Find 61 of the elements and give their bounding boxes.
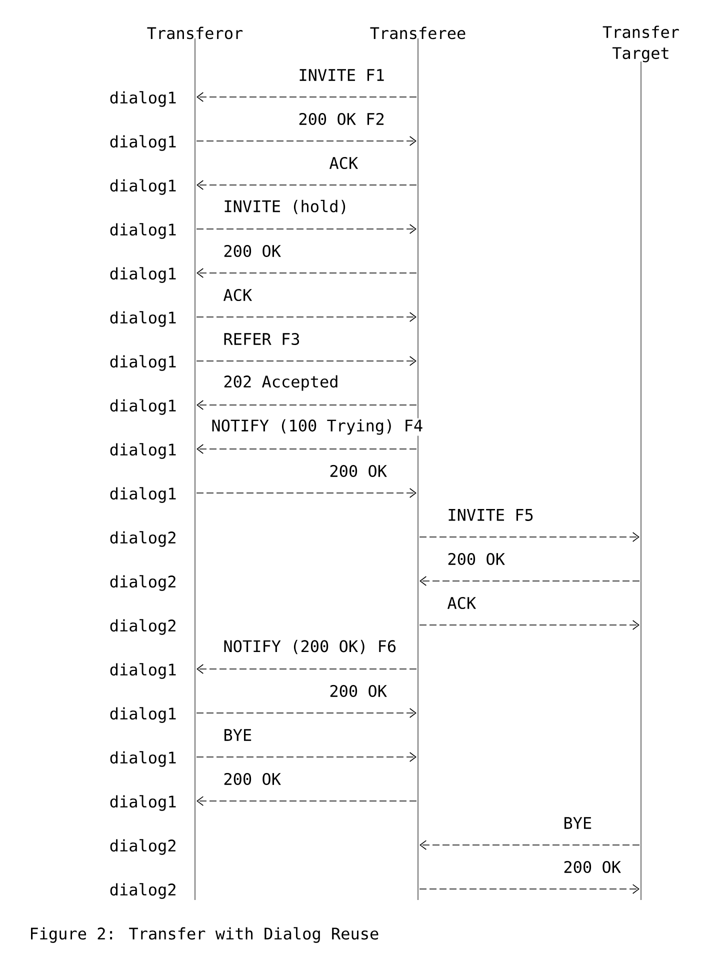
message-label: BYE <box>562 816 594 830</box>
participant-label: Transfer Target <box>602 26 679 62</box>
message-label: 202 Accepted <box>222 374 340 392</box>
message-arrow <box>196 708 416 718</box>
message-label: 200 OK F2 <box>297 112 386 126</box>
dialog-label: dialog1 <box>110 135 176 151</box>
message-arrow <box>419 532 640 542</box>
message-label: INVITE F5 <box>446 508 535 522</box>
message-arrow <box>196 752 416 762</box>
message-arrow <box>196 796 417 806</box>
message-arrow <box>196 92 417 102</box>
dialog-label: dialog1 <box>110 487 176 503</box>
message-arrow <box>420 576 640 586</box>
message-arrow <box>196 664 417 674</box>
message-arrow <box>419 884 640 894</box>
message-label: ACK <box>328 156 360 170</box>
message-label: INVITE (hold) <box>222 198 350 216</box>
dialog-label: dialog1 <box>110 91 176 107</box>
dialog-label: dialog1 <box>110 751 176 767</box>
message-label: REFER F3 <box>222 332 302 346</box>
dialog-label: dialog2 <box>110 839 176 855</box>
message-arrow <box>196 224 416 234</box>
message-arrow <box>419 620 640 630</box>
message-arrow <box>196 180 417 190</box>
message-label: ACK <box>222 288 254 302</box>
message-label: INVITE F1 <box>297 68 386 82</box>
message-label: NOTIFY (100 Trying) F4 <box>210 418 424 436</box>
dialog-label: dialog1 <box>110 223 176 239</box>
dialog-label: dialog1 <box>110 179 176 195</box>
message-label: 200 OK <box>328 464 388 478</box>
message-arrow <box>196 136 416 146</box>
dialog-label: dialog1 <box>110 443 176 459</box>
dialog-label: dialog1 <box>110 355 176 371</box>
dialog-label: dialog2 <box>110 575 176 591</box>
dialog-label: dialog1 <box>110 663 176 679</box>
dialog-label: dialog2 <box>110 619 176 635</box>
figure-caption: Figure 2: Transfer with Dialog Reuse <box>31 927 378 943</box>
participant-label: Transferee <box>370 26 466 40</box>
message-arrow <box>196 488 416 498</box>
message-arrow <box>196 400 417 410</box>
message-arrow <box>196 444 417 454</box>
dialog-label: dialog1 <box>110 707 176 723</box>
message-label: ACK <box>446 596 478 610</box>
message-arrow <box>196 268 417 278</box>
dialog-label: dialog1 <box>110 795 176 811</box>
message-label: 200 OK <box>446 552 506 566</box>
dialog-label: dialog1 <box>110 267 176 283</box>
message-label: NOTIFY (200 OK) F6 <box>222 638 398 656</box>
message-arrow <box>196 356 416 366</box>
dialog-label: dialog2 <box>110 883 176 899</box>
participant-label: Transferor <box>147 26 243 40</box>
message-label: BYE <box>222 728 254 742</box>
message-arrow <box>196 312 416 322</box>
message-arrow <box>420 840 640 850</box>
message-label: 200 OK <box>562 860 622 874</box>
dialog-label: dialog1 <box>110 399 176 415</box>
message-label: 200 OK <box>222 244 282 258</box>
dialog-label: dialog1 <box>110 311 176 327</box>
message-label: 200 OK <box>222 772 282 786</box>
message-label: 200 OK <box>328 684 388 698</box>
dialog-label: dialog2 <box>110 531 176 547</box>
